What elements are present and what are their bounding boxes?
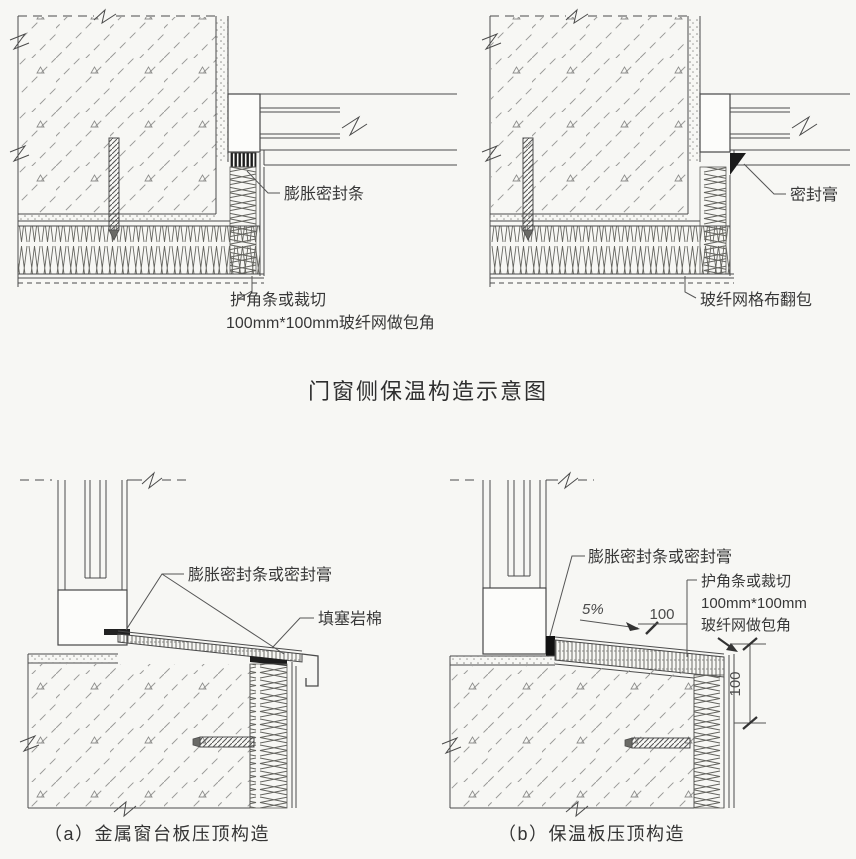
window-frame xyxy=(699,93,850,166)
break-line-icon xyxy=(441,736,462,755)
anchor-bolt xyxy=(624,737,691,749)
label-seal: 膨胀密封条或密封膏 xyxy=(588,547,732,566)
slope-annotation: 5% xyxy=(579,601,659,635)
label-rockwool-group: 填塞岩棉 xyxy=(271,610,382,649)
top-right-detail-drawing: 密封膏 玻纤网格布翻包 xyxy=(481,8,850,309)
expansion-seal-strip xyxy=(230,152,257,168)
label-corner-line3: 玻纤网做包角 xyxy=(701,617,791,634)
label-expansion-seal: 膨胀密封条 xyxy=(284,185,364,203)
break-line-icon xyxy=(565,800,589,818)
slope-label: 5% xyxy=(582,601,604,618)
label-rockwool: 填塞岩棉 xyxy=(318,610,382,628)
break-line-icon xyxy=(481,144,502,163)
label-corner-mesh-group: 护角条或裁切 100mm*100mm 玻纤网做包角 xyxy=(687,573,807,652)
break-line-icon xyxy=(565,8,589,25)
label-sealant-group: 密封膏 xyxy=(743,163,838,204)
metal-sill-plate xyxy=(117,630,319,687)
corner-arrow-icon xyxy=(726,643,738,652)
label-seal-group: 膨胀密封条或密封膏 xyxy=(125,565,332,655)
label-mesh-wrap: 玻纤网格布翻包 xyxy=(700,291,812,309)
break-line-icon xyxy=(791,115,818,137)
window-frame xyxy=(227,93,457,166)
label-seal: 膨胀密封条或密封膏 xyxy=(188,565,332,584)
wall-section xyxy=(441,656,695,818)
slope-arrow-icon xyxy=(626,622,640,631)
break-line-icon xyxy=(9,144,30,163)
dim-right-value: 100 xyxy=(727,671,744,696)
break-line-icon xyxy=(141,471,163,490)
label-corner-line2: 100mm*100mm xyxy=(701,595,807,612)
break-line-icon xyxy=(481,32,502,51)
exterior-render-strip xyxy=(216,16,229,162)
break-line-icon xyxy=(9,32,30,51)
insulation-layer xyxy=(18,225,264,284)
label-sealant: 密封膏 xyxy=(790,185,838,204)
window-frame xyxy=(20,471,188,646)
label-corner-mesh-group: 护角条或裁切 100mm*100mm玻纤网做包角 xyxy=(226,276,435,332)
seal-strip xyxy=(546,636,555,656)
insulation-column xyxy=(693,654,735,809)
rockwool-packing xyxy=(250,656,287,666)
break-line-icon xyxy=(19,734,40,753)
bottom-left-detail-drawing: 膨胀密封条或密封膏 填塞岩棉 xyxy=(19,471,382,818)
sealant-fillet xyxy=(730,153,746,175)
drip-edge xyxy=(301,653,319,687)
anchor-bolt xyxy=(192,736,255,748)
adhesive-layer xyxy=(490,214,688,221)
label-corner-line1: 护角条或裁切 xyxy=(230,291,326,309)
insulation-column xyxy=(249,662,297,809)
window-frame xyxy=(450,471,594,655)
break-line-icon xyxy=(93,8,117,25)
dim-top-value: 100 xyxy=(649,606,674,623)
label-expansion-seal-group: 膨胀密封条 xyxy=(246,170,364,203)
exterior-render-strip xyxy=(688,16,701,162)
caption-a: （a）金属窗台板压顶构造 xyxy=(44,824,271,844)
bottom-right-detail-drawing: 5% 100 护角条或裁切 100mm*100mm 玻纤网做包角 100 膨胀密… xyxy=(441,471,807,818)
mortar-bed xyxy=(28,653,118,664)
wall-section xyxy=(19,654,251,818)
break-line-icon xyxy=(557,471,579,490)
seal-strip xyxy=(104,629,130,635)
dim-tick-icon xyxy=(742,637,758,730)
top-left-detail-drawing: 膨胀密封条 护角条或裁切 100mm*100mm玻纤网做包角 xyxy=(9,8,457,332)
label-corner-line2: 100mm*100mm玻纤网做包角 xyxy=(226,314,435,332)
page-title: 门窗侧保温构造示意图 xyxy=(307,379,548,404)
label-seal-group: 膨胀密封条或密封膏 xyxy=(549,547,732,637)
label-corner-line1: 护角条或裁切 xyxy=(701,573,791,590)
dimension-top: 100 xyxy=(638,580,688,657)
break-line-icon xyxy=(113,800,137,818)
anchor-bolt xyxy=(108,137,120,241)
label-mesh-wrap-group: 玻纤网格布翻包 xyxy=(684,276,812,309)
break-line-icon xyxy=(341,115,368,137)
anchor-bolt xyxy=(522,137,534,241)
dimension-right: 100 xyxy=(727,637,766,730)
caption-b: （b）保温板压顶构造 xyxy=(498,824,686,844)
